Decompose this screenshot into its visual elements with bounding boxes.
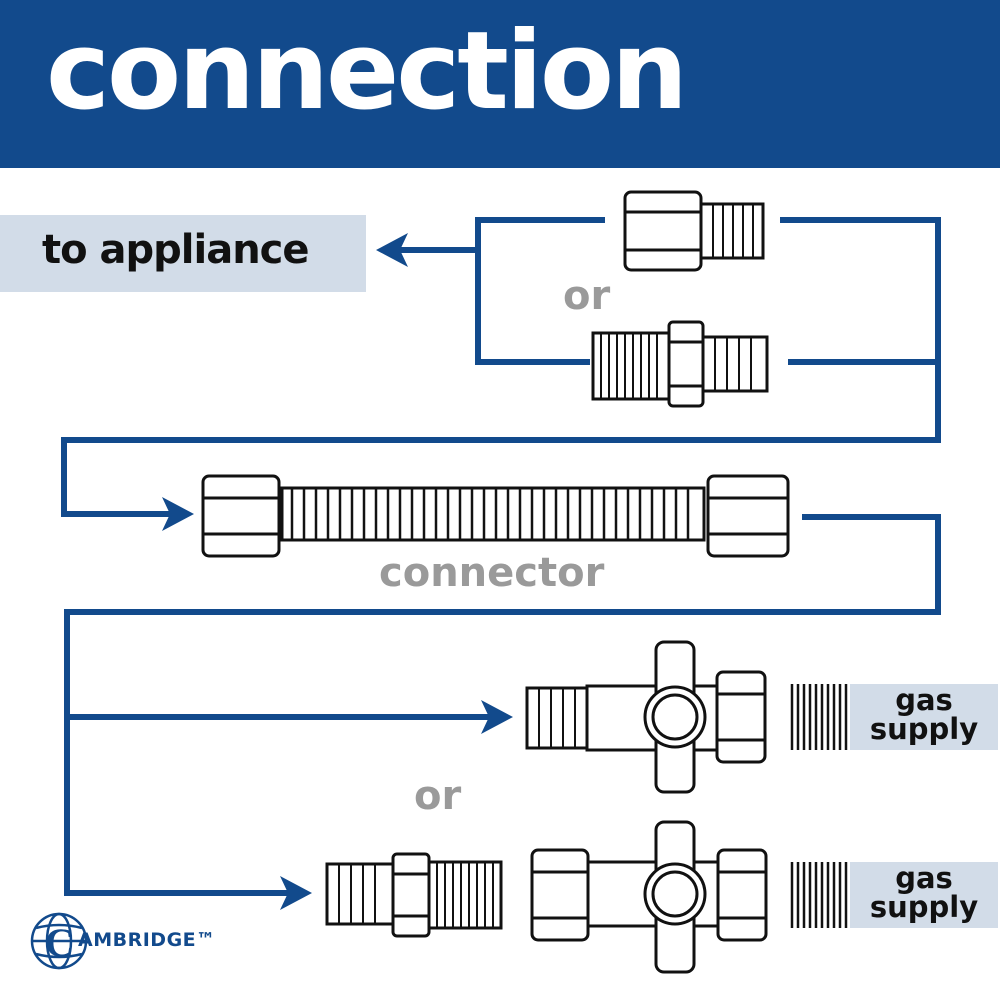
flow-lines xyxy=(61,217,941,896)
gas-supply-box-lower xyxy=(850,862,998,928)
gas-valve-upper-icon xyxy=(525,640,767,794)
supply-word: supply xyxy=(869,890,979,924)
pipe-flare-adapter-icon xyxy=(591,320,769,408)
gas-valve-lower-icon xyxy=(530,820,768,974)
gas-supply-label-upper: gas supply xyxy=(850,686,998,744)
gas-word: gas xyxy=(895,861,953,895)
fitting-bracket-line-left xyxy=(475,217,605,365)
gas-supply-label-lower: gas supply xyxy=(850,864,998,922)
supply-word: supply xyxy=(869,712,979,746)
flexible-gas-connector-icon xyxy=(201,474,790,558)
gas-supply-pipe-upper-icon xyxy=(790,684,848,750)
top-to-connector-line xyxy=(61,217,941,517)
arrow-left-icon xyxy=(376,233,408,267)
flare-union-fitting-icon xyxy=(623,190,765,272)
or-label-top: or xyxy=(563,273,611,319)
logo-letter: C xyxy=(45,920,74,965)
flare-adapter-lower-icon xyxy=(325,852,503,938)
gas-supply-box-upper xyxy=(850,684,998,750)
brand-name: AMBRIDGE™ xyxy=(78,929,216,951)
page-title: connection xyxy=(46,9,688,134)
arrow-right-icon xyxy=(162,497,194,531)
arrow-right-icon xyxy=(280,876,312,910)
gas-supply-pipe-lower-icon xyxy=(790,862,848,928)
header-banner: connection xyxy=(0,0,1000,168)
to-appliance-label: to appliance xyxy=(42,227,310,273)
arrow-right-icon xyxy=(481,700,513,734)
arrow-heads xyxy=(162,233,513,910)
cambridge-logo-icon xyxy=(30,912,88,970)
to-appliance-box xyxy=(0,215,366,292)
connector-label: connector xyxy=(379,550,605,596)
connector-to-gas-line xyxy=(64,514,941,896)
or-label-bottom: or xyxy=(414,773,462,819)
gas-word: gas xyxy=(895,683,953,717)
